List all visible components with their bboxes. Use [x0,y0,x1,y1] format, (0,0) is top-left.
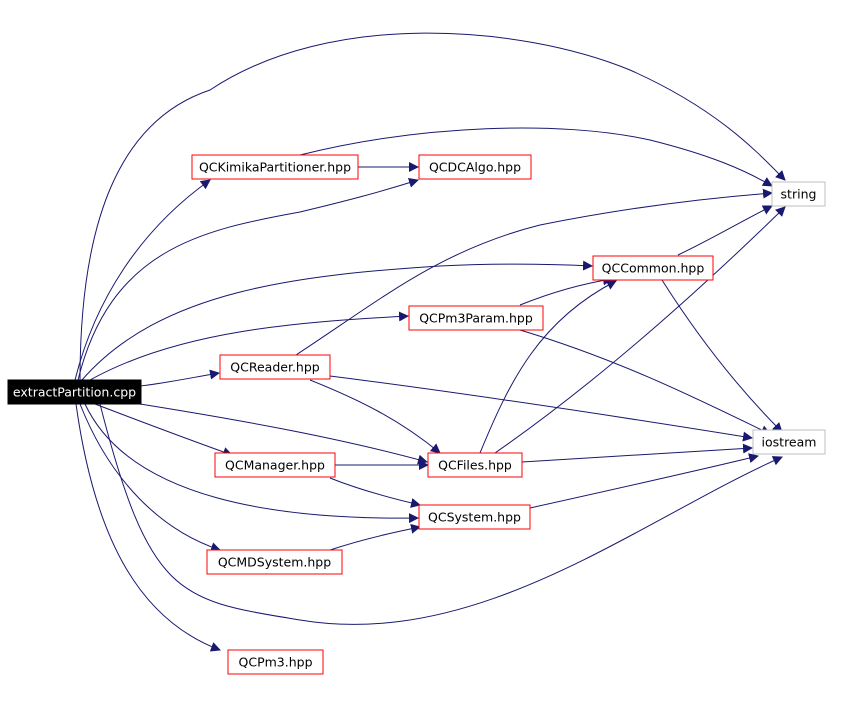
node-label: QCKimikaPartitioner.hpp [199,160,351,175]
edge-pm3param-to-iostream [519,329,771,435]
edge-root-to-iostream [99,403,783,625]
node-qcreader[interactable]: QCReader.hpp [219,354,331,380]
node-label: QCReader.hpp [230,360,319,375]
edge-root-to-pm3param [89,311,409,381]
node-qcpm3param[interactable]: QCPm3Param.hpp [408,305,544,331]
node-qcfiles[interactable]: QCFiles.hpp [427,452,523,478]
node-qccommon[interactable]: QCCommon.hpp [592,255,714,281]
edge-reader-to-iostream [329,375,753,442]
edge-mdsystem-to-system [329,523,421,551]
edge-system-to-iostream [529,453,759,509]
edge-root-to-mdsystem [79,403,221,552]
edge-root-to-reader [139,369,220,387]
node-qcmanager[interactable]: QCManager.hpp [214,452,336,478]
edge-files-to-common [479,280,617,454]
edge-root-to-dcalgo [77,177,419,381]
edge-root-to-kimika [74,179,211,381]
edge-root-to-manager [94,403,233,457]
edge-reader-to-string [295,188,773,356]
edge-manager-to-system [329,477,421,508]
node-label: QCPm3Param.hpp [419,311,533,326]
edge-reader-to-files [309,379,441,454]
dependency-edges [74,32,786,652]
edge-kimika-to-string [299,127,773,187]
node-label: QCCommon.hpp [602,261,705,276]
node-label: QCFiles.hpp [438,458,512,473]
node-string[interactable]: string [771,181,826,207]
edge-root-to-files [139,403,428,465]
node-label: QCSystem.hpp [428,510,521,525]
edge-root-to-common [81,260,593,381]
edge-files-to-iostream [521,443,753,463]
node-label: iostream [762,435,817,450]
edge-pm3param-to-common [519,275,613,306]
node-label: string [781,187,817,202]
graph-nodes: extractPartition.cpp QCKimikaPartitioner… [7,154,826,675]
edge-files-to-string [494,206,786,454]
node-qcmdsystem[interactable]: QCMDSystem.hpp [206,549,343,575]
node-qcdcalgo[interactable]: QCDCAlgo.hpp [418,154,532,180]
node-qcpm3[interactable]: QCPm3.hpp [227,649,324,675]
node-label: QCDCAlgo.hpp [429,160,521,175]
node-qckimikapartitioner[interactable]: QCKimikaPartitioner.hpp [191,154,359,180]
node-label: QCMDSystem.hpp [218,555,331,570]
node-label: QCManager.hpp [225,458,325,473]
node-root[interactable]: extractPartition.cpp [7,379,142,405]
node-label: QCPm3.hpp [239,655,313,670]
node-qcsystem[interactable]: QCSystem.hpp [418,504,531,530]
edge-common-to-string [677,205,773,256]
edge-common-to-iostream [661,279,783,433]
edge-root-to-string [79,32,786,381]
edge-root-to-system [84,403,419,524]
node-iostream[interactable]: iostream [752,429,826,455]
node-label: extractPartition.cpp [13,385,136,400]
edge-root-to-pm3 [75,403,221,652]
